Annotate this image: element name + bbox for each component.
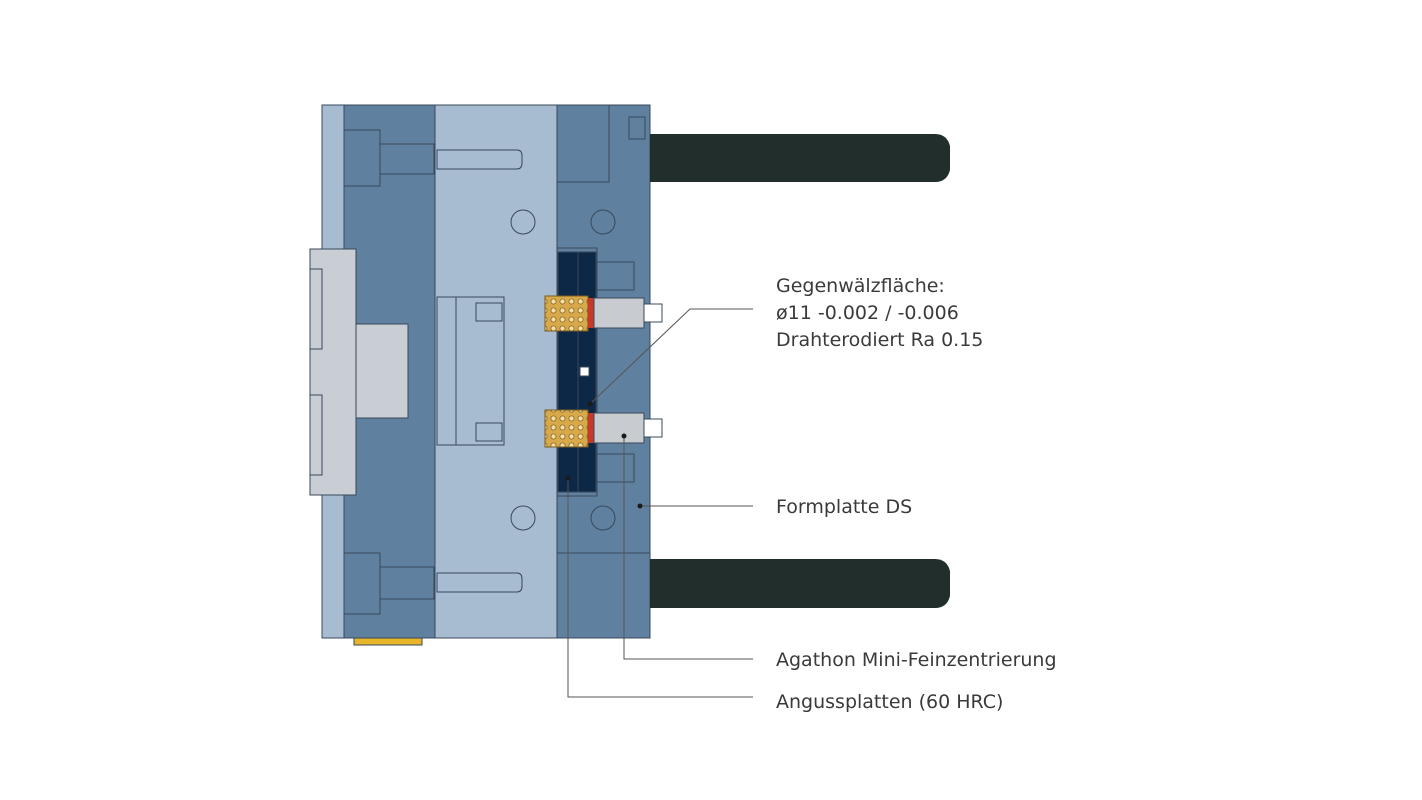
fine-centering-top — [544, 295, 663, 332]
guide-pin-top — [650, 134, 950, 182]
pin-ring-bottom — [588, 413, 594, 443]
pocket-mid-bottom — [595, 453, 635, 483]
sprue-plate-a — [557, 251, 579, 493]
bushing-top — [544, 295, 589, 332]
leader-angussplatten — [567, 478, 753, 698]
bore-hole-1 — [510, 209, 536, 235]
dot-gegenwaelzflaeche — [587, 401, 593, 407]
leader-dots — [565, 401, 643, 509]
guide-pin-bottom — [650, 559, 950, 608]
dot-feinzentrierung — [621, 433, 627, 439]
sprue-bush-edge-bottom — [309, 394, 323, 476]
dowel-top — [436, 149, 523, 170]
pin-ring-top — [588, 298, 594, 328]
leader-gegenwaelzflaeche — [589, 308, 753, 405]
pocket-top — [556, 104, 610, 183]
callout-angussplatten: Angussplatten (60 HRC) — [776, 691, 1003, 713]
leader-lines — [567, 308, 753, 698]
insert-slot-1 — [475, 302, 503, 322]
pin-body-top — [593, 297, 645, 329]
callout-gegenwaelzflaeche-line3: Drahterodiert Ra 0.15 — [776, 329, 983, 351]
pin-body-bottom — [593, 412, 645, 444]
dowel-bottom — [436, 572, 523, 593]
bore-hole-2 — [590, 209, 616, 235]
bore-hole-3 — [510, 505, 536, 531]
leader-feinzentrierung — [623, 436, 753, 660]
insert-slot-2 — [475, 422, 503, 442]
dot-formplatte — [637, 503, 643, 509]
bottom-plate — [556, 552, 651, 639]
sprue-bush-edge-top — [309, 268, 323, 350]
mold-assembly — [309, 104, 651, 646]
insert-block-inner — [455, 296, 505, 446]
pocket-top-small — [628, 116, 646, 140]
pin-tip-top — [643, 303, 663, 323]
callout-gegenwaelzflaeche-line1: Gegenwälzfläche: — [776, 275, 945, 297]
bushing-bottom — [544, 409, 589, 448]
screw-shank-top — [379, 143, 435, 175]
sprue-marker — [579, 366, 590, 377]
callout-formplatte: Formplatte DS — [776, 496, 912, 518]
dot-angussplatten — [565, 475, 571, 481]
screw-head-top — [343, 129, 381, 187]
fine-centering-bottom — [544, 409, 663, 448]
guide-pins — [650, 134, 950, 608]
locating-foot — [353, 637, 423, 646]
screw-shank-bottom — [379, 566, 435, 600]
screw-head-bottom — [343, 552, 381, 615]
bore-hole-4 — [590, 505, 616, 531]
pin-tip-bottom — [643, 418, 663, 438]
callout-gegenwaelzflaeche-line2: ø11 -0.002 / -0.006 — [776, 302, 959, 324]
callout-feinzentrierung: Agathon Mini-Feinzentrierung — [776, 649, 1057, 671]
sprue-bush-body — [355, 323, 409, 419]
pocket-mid-top — [595, 261, 635, 291]
